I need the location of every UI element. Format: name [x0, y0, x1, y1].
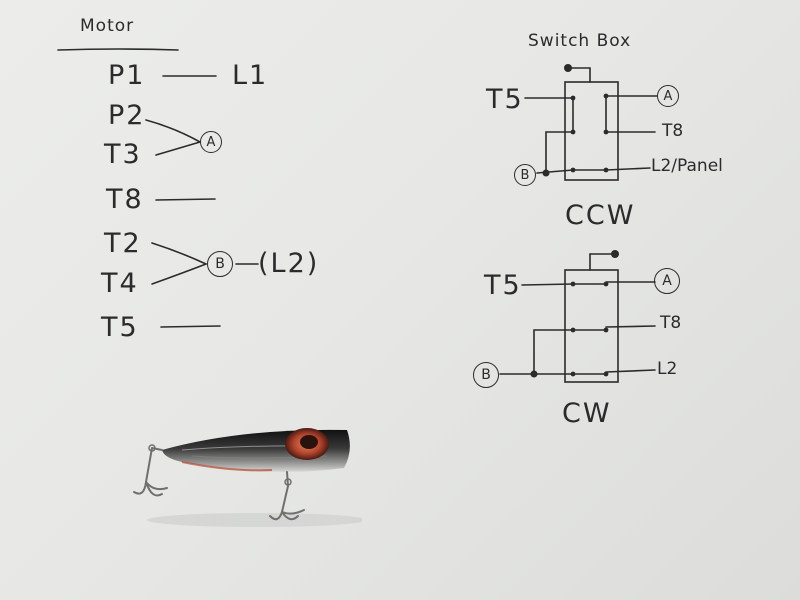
motor-p2-label: P2 — [108, 100, 146, 131]
motor-l2-label: (L2) — [258, 248, 320, 279]
motor-node-b: B — [207, 251, 233, 277]
motor-t2-label: T2 — [104, 228, 142, 259]
ccw-jumper — [545, 131, 574, 174]
ccw-t5-label: T5 — [486, 84, 524, 115]
cw-t5-label: T5 — [484, 270, 522, 301]
t8-wire — [155, 198, 216, 201]
motor-t8-label: T8 — [106, 184, 144, 215]
t4-b-wire — [151, 263, 207, 285]
cw-switch-body — [564, 269, 619, 383]
cw-l2-wire — [605, 369, 656, 373]
cw-jumper — [533, 329, 574, 375]
ccw-node-b: B — [514, 164, 536, 186]
switch-box-title: Switch Box — [528, 31, 632, 51]
ccw-l2-wire — [605, 167, 651, 171]
cw-t8-wire — [605, 325, 656, 328]
motor-t5-label: T5 — [101, 312, 139, 343]
t3-a-wire — [155, 141, 201, 156]
p2-a-wire — [145, 119, 201, 143]
ccw-switch-body — [564, 81, 619, 181]
cw-t5-wire — [521, 283, 574, 286]
motor-p1-label: P1 — [108, 60, 146, 91]
motor-l1-label: L1 — [232, 60, 269, 91]
ccw-l2-label: L2/Panel — [651, 156, 723, 176]
cw-node-b: B — [473, 362, 499, 388]
ccw-caption: CCW — [565, 200, 636, 231]
motor-title-underline — [57, 48, 179, 51]
cw-t8-label: T8 — [660, 313, 682, 333]
t2-b-wire — [151, 242, 207, 265]
ccw-b-wire — [536, 169, 574, 174]
ccw-node-a: A — [657, 85, 679, 107]
ccw-t8-label: T8 — [662, 121, 684, 141]
cw-caption: CW — [562, 398, 612, 429]
motor-t3-label: T3 — [104, 139, 142, 170]
cw-node-a: A — [654, 268, 680, 294]
motor-title: Motor — [80, 16, 135, 36]
motor-t4-label: T4 — [101, 268, 139, 299]
t5-wire — [160, 325, 221, 328]
motor-node-a: A — [200, 131, 222, 153]
cw-l2-label: L2 — [657, 359, 678, 379]
fishing-lure-image — [133, 428, 362, 527]
terminal-dots — [530, 64, 619, 378]
